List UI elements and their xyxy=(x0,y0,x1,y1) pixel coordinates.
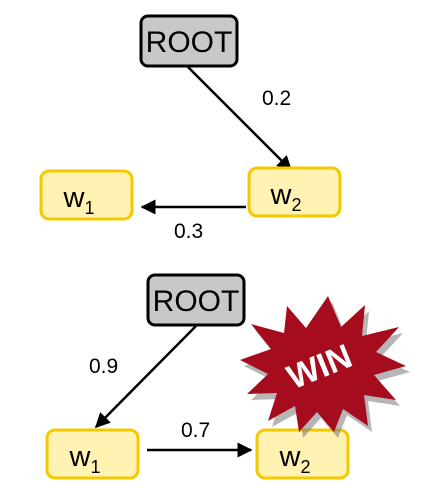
top-root-node: ROOT xyxy=(139,14,239,68)
bottom-tree: ROOT 0.9 w1 0.7 w2 xyxy=(45,273,350,480)
top-w2-base: w xyxy=(270,179,293,211)
bottom-w2-node: w2 xyxy=(255,428,350,480)
top-edge-root-w2 xyxy=(187,66,293,172)
top-w2-node: w2 xyxy=(247,166,342,218)
bottom-w1-base: w xyxy=(69,441,92,473)
win-badge: WIN xyxy=(240,296,410,438)
top-edge-w2-w1-label: 0.3 xyxy=(174,220,203,243)
top-w1-sub: 1 xyxy=(84,198,94,218)
bottom-edge-root-w1 xyxy=(94,325,197,429)
bottom-w2-base: w xyxy=(279,441,302,473)
top-root-label: ROOT xyxy=(146,26,233,59)
top-w1-node: w1 xyxy=(39,169,134,221)
bottom-root-label: ROOT xyxy=(153,285,240,318)
top-tree: ROOT 0.2 w2 0.3 w1 xyxy=(39,14,342,243)
bottom-edge-w1-w2-label: 0.7 xyxy=(181,419,210,442)
bottom-root-node: ROOT xyxy=(146,273,246,327)
svg-text:w2: w2 xyxy=(279,441,311,477)
svg-text:w1: w1 xyxy=(63,182,95,218)
svg-text:w1: w1 xyxy=(69,441,101,477)
top-w1-base: w xyxy=(63,182,86,214)
top-w2-sub: 2 xyxy=(291,195,301,215)
bottom-w1-sub: 1 xyxy=(90,457,100,477)
bottom-w1-node: w1 xyxy=(45,428,140,480)
top-edge-root-w2-label: 0.2 xyxy=(262,87,291,110)
bottom-w2-sub: 2 xyxy=(300,457,310,477)
svg-text:w2: w2 xyxy=(270,179,302,215)
win-starburst xyxy=(240,296,406,432)
bottom-edge-root-w1-label: 0.9 xyxy=(89,355,118,378)
